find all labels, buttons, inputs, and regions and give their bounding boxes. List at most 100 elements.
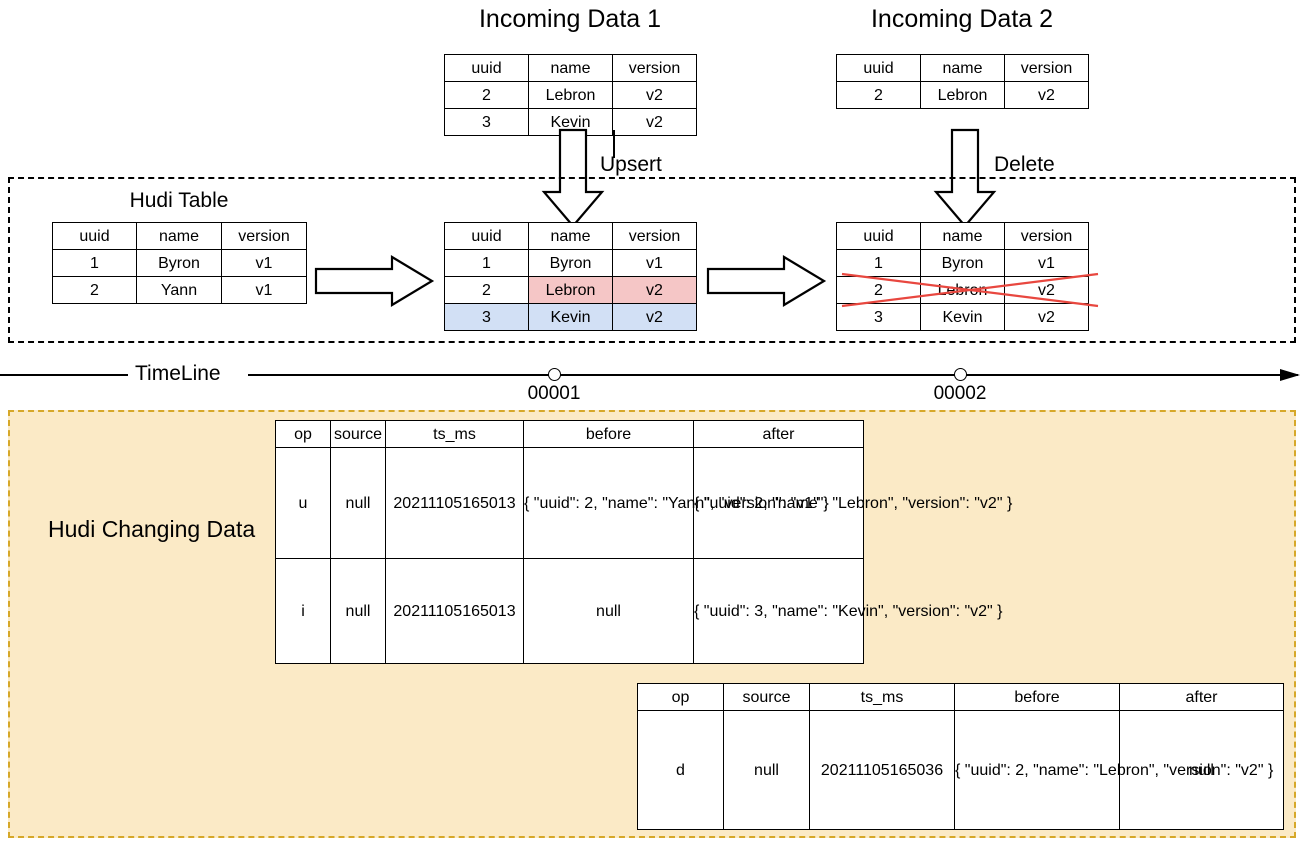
column-header-ts-ms: ts_ms <box>809 683 955 711</box>
column-header-uuid: uuid <box>444 222 529 250</box>
cdc-table-1: op source ts_ms before after u null 2021… <box>275 420 1012 664</box>
cell-name: Lebron <box>528 81 613 109</box>
column-header-op: op <box>637 683 724 711</box>
incoming-data-1-table: uuid name version 2 Lebron v2 3 Kevin v2 <box>444 54 697 136</box>
column-header-uuid: uuid <box>52 222 137 250</box>
cell-op: i <box>275 558 331 664</box>
cell-version: v1 <box>221 276 307 304</box>
column-header-version: version <box>612 222 697 250</box>
upsert-connector-line <box>613 130 615 158</box>
cell-uuid: 1 <box>52 249 137 277</box>
cell-uuid: 2 <box>444 276 529 304</box>
cell-version: v2 <box>1004 303 1089 331</box>
cell-op: u <box>275 447 331 559</box>
table-header-row: uuid name version <box>444 54 697 82</box>
timeline-label: TimeLine <box>135 362 221 385</box>
transition-arrow-1-icon <box>314 255 435 307</box>
timeline-tick-00002-icon <box>954 368 967 381</box>
timeline-tick-00001-icon <box>548 368 561 381</box>
column-header-uuid: uuid <box>444 54 529 82</box>
column-header-version: version <box>1004 222 1089 250</box>
cell-version: v1 <box>221 249 307 277</box>
table-row: 1 Byron v1 <box>444 249 697 277</box>
column-header-after: after <box>693 420 864 448</box>
column-header-version: version <box>1004 54 1089 82</box>
cell-before: { "uuid": 2, "name": "Yann", "version": … <box>523 447 829 559</box>
cell-uuid: 3 <box>444 303 529 331</box>
cell-version: v2 <box>1004 81 1089 109</box>
row-delete-cross-icon <box>841 272 1099 308</box>
table-header-row: op source ts_ms before after <box>637 683 1284 711</box>
column-header-source: source <box>330 420 386 448</box>
timeline-arrowhead-icon <box>1280 369 1300 381</box>
table-row: u null 20211105165013 { "uuid": 2, "name… <box>275 447 1012 559</box>
table-header-row: uuid name version <box>52 222 307 250</box>
table-row: 2 Yann v1 <box>52 276 307 304</box>
column-header-ts-ms: ts_ms <box>385 420 524 448</box>
cell-version: v2 <box>612 108 697 136</box>
cell-name: Byron <box>528 249 613 277</box>
column-header-name: name <box>920 222 1005 250</box>
hudi-changing-data-label: Hudi Changing Data <box>48 516 256 542</box>
cell-source: null <box>330 558 386 664</box>
cell-version: v1 <box>1004 249 1089 277</box>
hudi-table-label: Hudi Table <box>129 189 229 212</box>
cell-source: null <box>330 447 386 559</box>
incoming-data-1-title: Incoming Data 1 <box>478 5 662 33</box>
cell-uuid: 2 <box>444 81 529 109</box>
table-header-row: op source ts_ms before after <box>275 420 864 448</box>
timeline-tick-00002-label: 00002 <box>933 383 987 404</box>
cell-version: v2 <box>612 303 697 331</box>
cell-before: { "uuid": 2, "name": "Lebron", "version"… <box>954 710 1273 830</box>
table-header-row: uuid name version <box>444 222 697 250</box>
incoming-data-2-title: Incoming Data 2 <box>870 5 1054 33</box>
table-row: 1 Byron v1 <box>836 249 1089 277</box>
table-header-row: uuid name version <box>836 222 1089 250</box>
column-header-version: version <box>221 222 307 250</box>
cell-version: v1 <box>612 249 697 277</box>
table-header-row: uuid name version <box>836 54 1089 82</box>
cell-uuid: 2 <box>52 276 137 304</box>
table-row: d null 20211105165036 { "uuid": 2, "name… <box>637 710 1284 830</box>
table-row: 1 Byron v1 <box>52 249 307 277</box>
hudi-after-upsert-table: uuid name version 1 Byron v1 2 Lebron v2… <box>444 222 697 331</box>
column-header-name: name <box>920 54 1005 82</box>
cell-name: Kevin <box>528 303 613 331</box>
delete-label: Delete <box>994 153 1055 176</box>
hudi-initial-table: uuid name version 1 Byron v1 2 Yann v1 <box>52 222 307 304</box>
cell-version: v2 <box>612 81 697 109</box>
cell-ts-ms: 20211105165013 <box>385 558 524 664</box>
cell-name: Yann <box>136 276 222 304</box>
cell-version: v2 <box>1004 276 1089 304</box>
table-row: 2 Lebron v2 <box>836 81 1089 109</box>
timeline-label-backdrop <box>128 366 248 384</box>
incoming-data-2-table: uuid name version 2 Lebron v2 <box>836 54 1089 109</box>
column-header-before: before <box>954 683 1120 711</box>
cell-after: null <box>1119 710 1284 830</box>
hudi-table-container <box>8 177 1296 343</box>
cell-name: Byron <box>920 249 1005 277</box>
cell-version: v2 <box>612 276 697 304</box>
column-header-op: op <box>275 420 331 448</box>
hudi-after-delete-table: uuid name version 1 Byron v1 2 Lebron v2… <box>836 222 1089 331</box>
transition-arrow-2-icon <box>706 255 827 307</box>
column-header-source: source <box>723 683 810 711</box>
column-header-before: before <box>523 420 694 448</box>
column-header-after: after <box>1119 683 1284 711</box>
column-header-name: name <box>528 222 613 250</box>
cell-name: Byron <box>136 249 222 277</box>
cell-uuid: 3 <box>836 303 921 331</box>
cell-uuid: 3 <box>444 108 529 136</box>
table-row: i null 20211105165013 null { "uuid": 3, … <box>275 558 1003 664</box>
cell-ts-ms: 20211105165036 <box>809 710 955 830</box>
cell-uuid: 1 <box>836 249 921 277</box>
timeline-tick-00001-label: 00001 <box>527 383 581 404</box>
cell-name: Lebron <box>528 276 613 304</box>
cell-name: Lebron <box>920 81 1005 109</box>
table-row: 2 Lebron v2 <box>444 81 697 109</box>
timeline-axis <box>0 374 1298 376</box>
cell-after: { "uuid": 2, "name": "Lebron", "version"… <box>693 447 1012 559</box>
cell-uuid: 1 <box>444 249 529 277</box>
cell-name: Kevin <box>920 303 1005 331</box>
cell-op: d <box>637 710 724 830</box>
